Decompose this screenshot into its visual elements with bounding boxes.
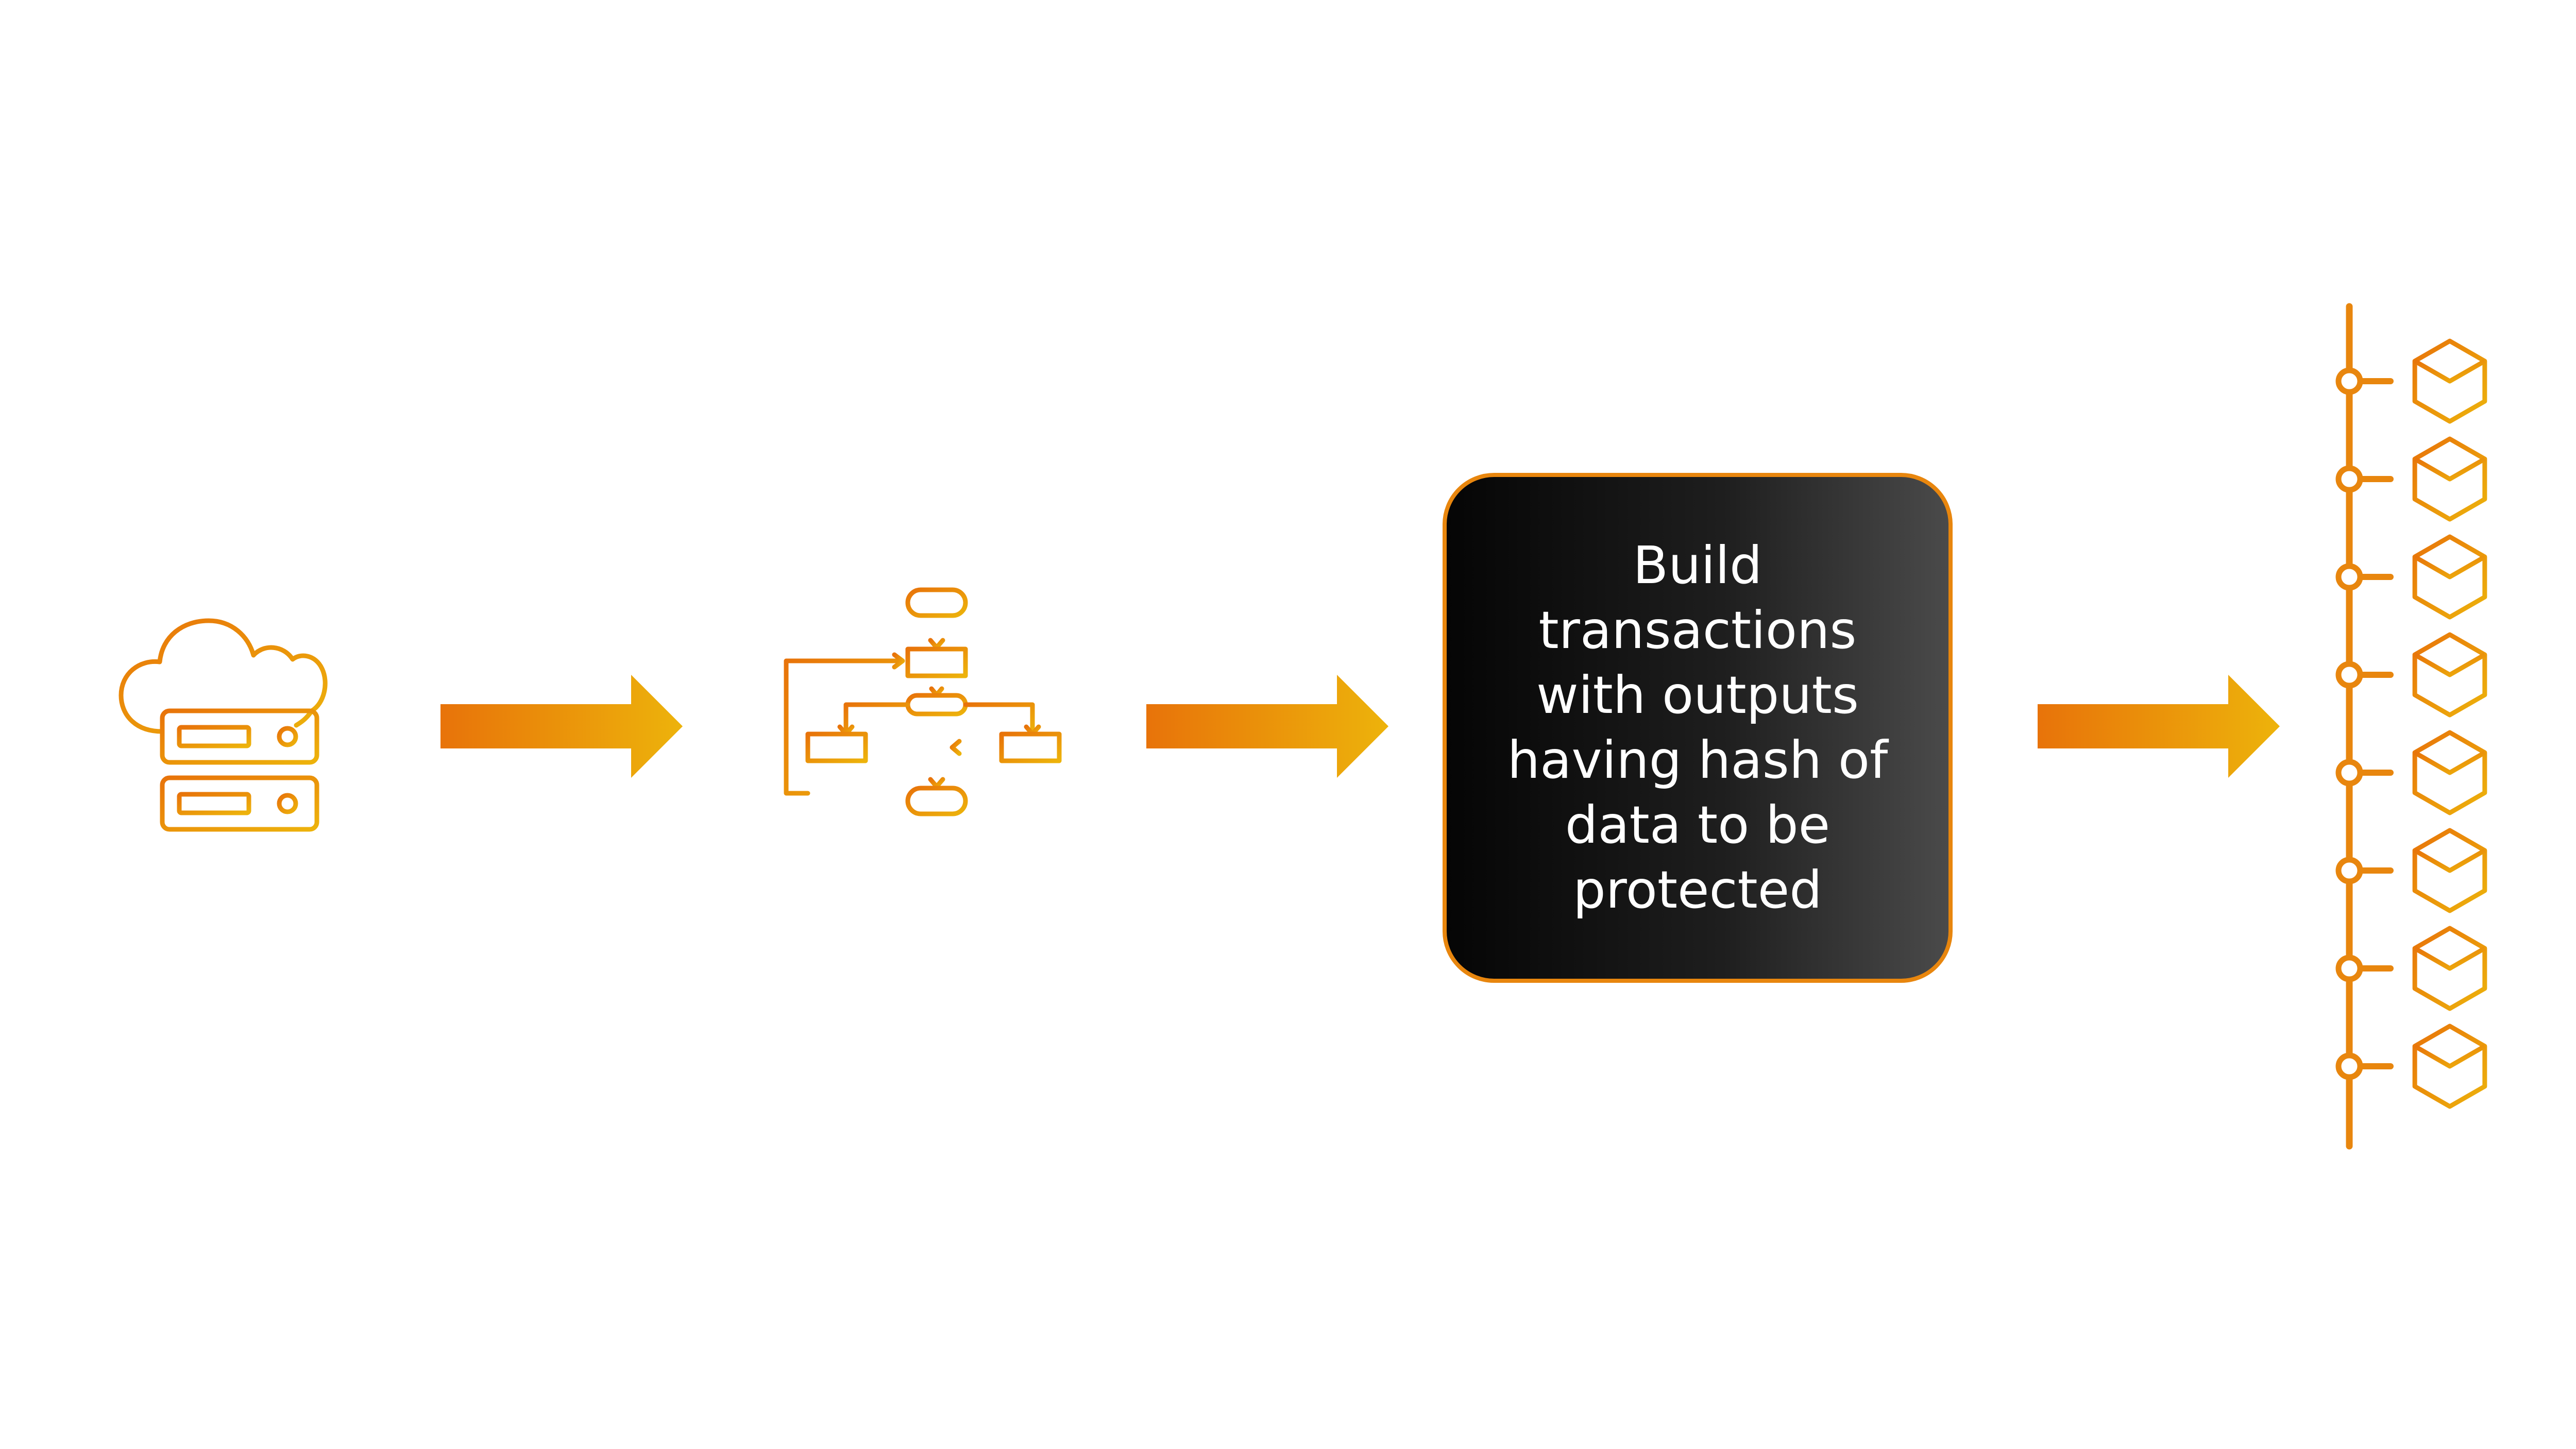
flow-arrow <box>440 675 683 778</box>
chain-block <box>2335 534 2487 620</box>
chain-block <box>2335 730 2487 815</box>
process-box-label: Build transactions with outputs having h… <box>1507 535 1888 920</box>
chain-block <box>2335 338 2487 424</box>
cloud-server-icon <box>113 613 335 850</box>
chain-block <box>2335 926 2487 1011</box>
flow-arrow <box>2038 675 2280 778</box>
chain-block <box>2335 828 2487 913</box>
flow-arrow <box>1146 675 1388 778</box>
chain-block <box>2335 1024 2487 1109</box>
process-box: Build transactions with outputs having h… <box>1443 473 1953 983</box>
flowchart-icon <box>778 579 1072 873</box>
blockchain-icon <box>2313 299 2519 1154</box>
chain-block <box>2335 632 2487 718</box>
chain-block <box>2335 436 2487 522</box>
